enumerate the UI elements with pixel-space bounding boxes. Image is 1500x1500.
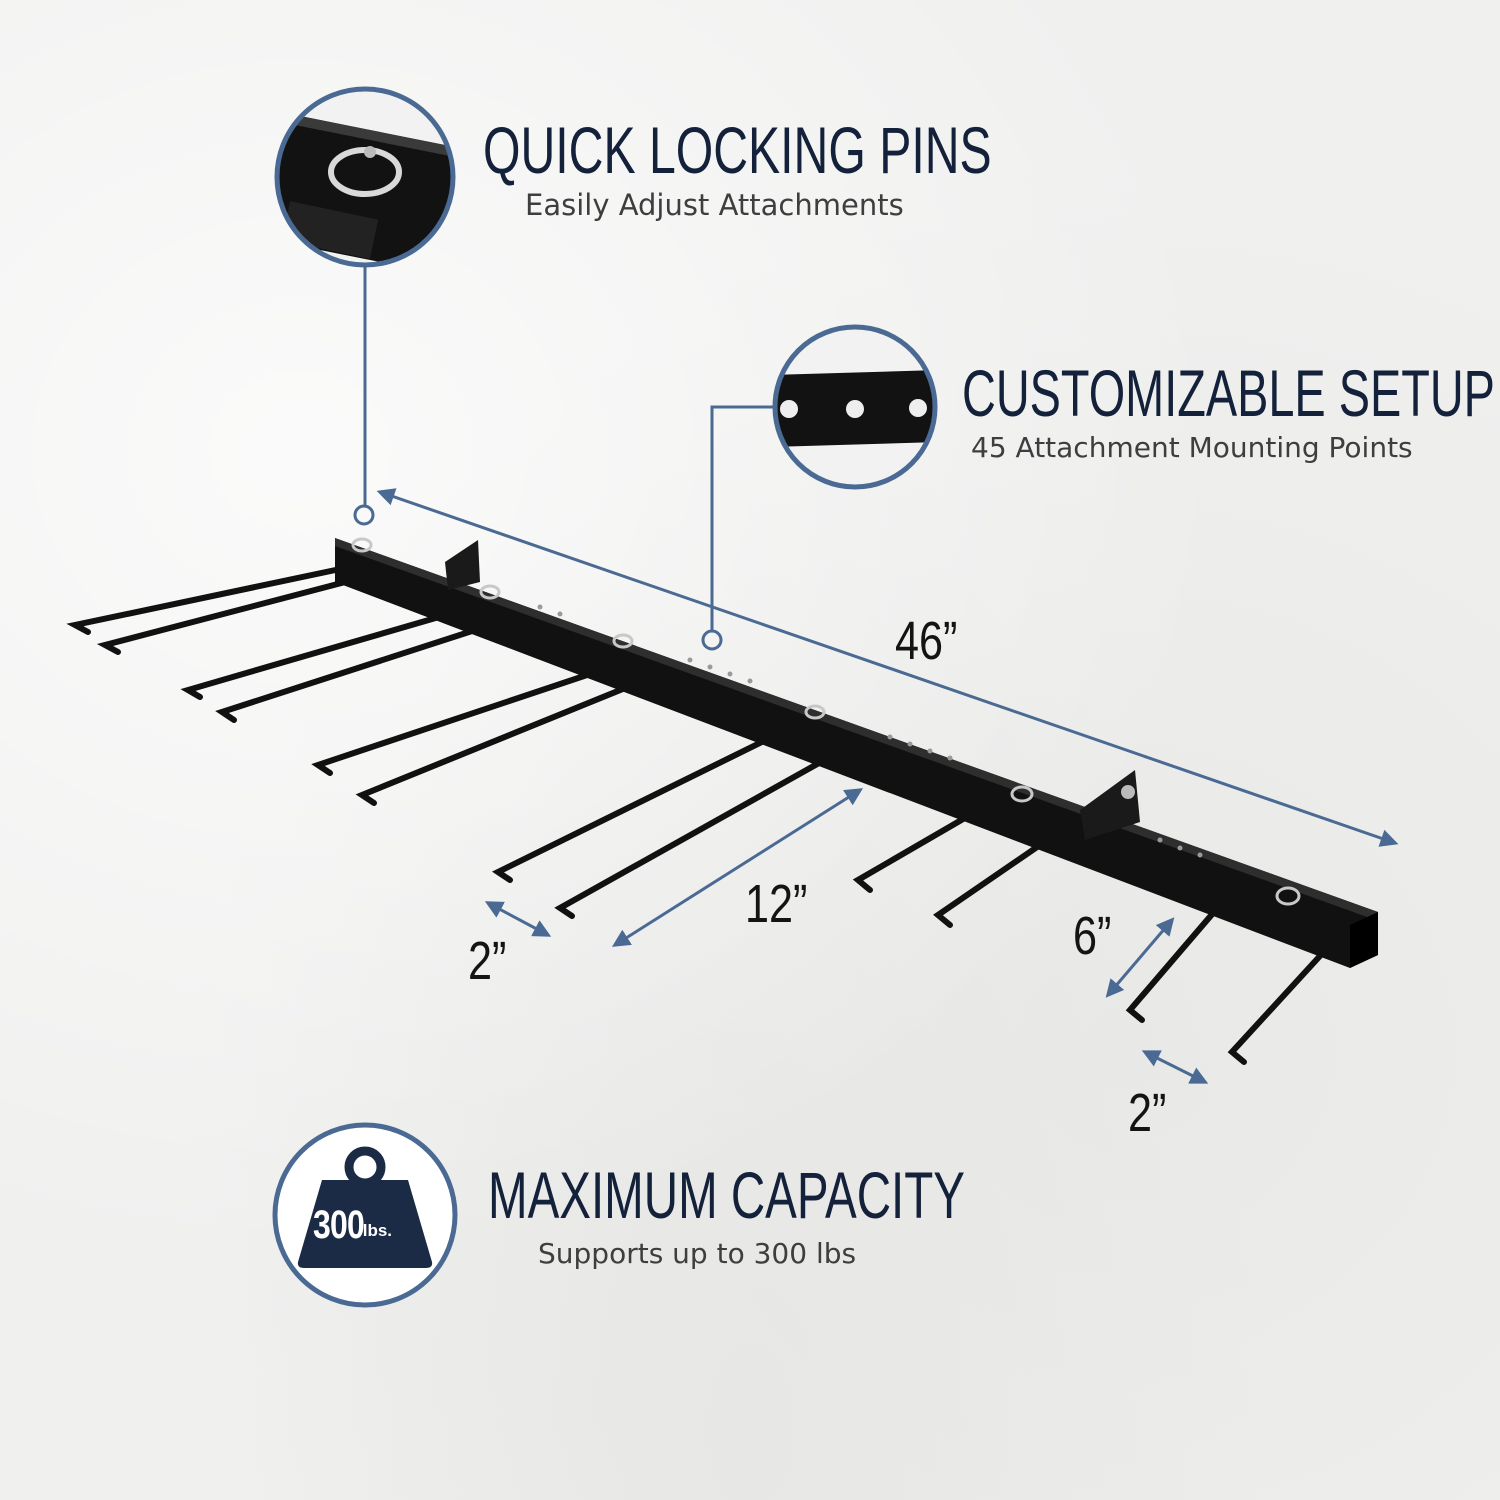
dimension-arrows [376,488,1399,1084]
dimension-label-12: 12” [745,874,808,934]
arrow-2-right [1141,1050,1209,1084]
arrow-46 [376,488,1399,847]
dimension-label-2-left: 2” [468,931,507,991]
feature-subtitle-capacity: Supports up to 300 lbs [538,1237,857,1270]
feature-title-customizable: CUSTOMIZABLE SETUP [962,356,1495,430]
mounting-holes-closeup-icon [772,324,938,490]
weight-badge: 300lbs. [313,1203,423,1248]
dimension-label-2-right: 2” [1128,1083,1167,1143]
dimension-label-46: 46” [895,611,958,671]
weight-badge-unit: lbs. [362,1221,393,1240]
feature-subtitle-locking-pins: Easily Adjust Attachments [525,188,904,222]
arrow-12 [611,788,864,947]
dimension-label-6: 6” [1073,906,1112,966]
feature-subtitle-customizable: 45 Attachment Mounting Points [971,431,1413,464]
feature-title-locking-pins: QUICK LOCKING PINS [483,113,992,187]
rack-hooks [66,565,1333,1065]
locking-pin-marker [353,504,375,526]
weight-icon [272,1122,458,1308]
arrow-6 [1105,917,1175,998]
mounting-points-marker [701,629,723,651]
mounting-points-leader [710,405,775,630]
weight-badge-value: 300 [313,1203,365,1247]
feature-title-capacity: MAXIMUM CAPACITY [488,1158,965,1232]
locking-pin-closeup-icon [274,86,456,268]
arrow-2-left [484,901,552,937]
